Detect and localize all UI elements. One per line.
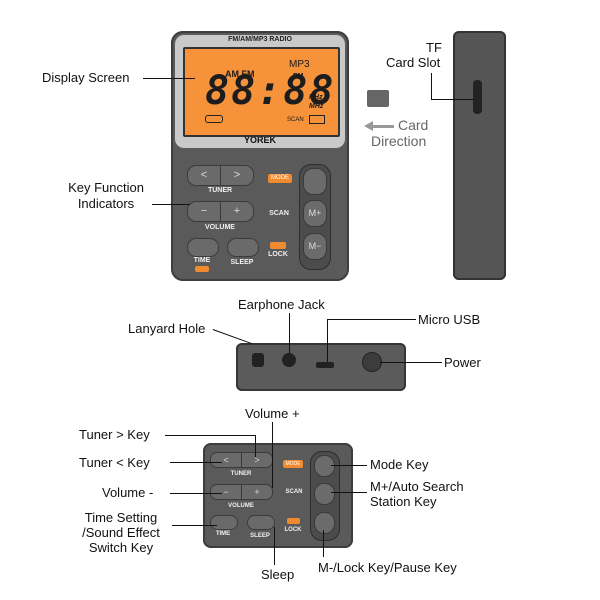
- tuner-lt-label: Tuner < Key: [79, 455, 150, 470]
- detail-lock-label: LOCK: [284, 527, 302, 533]
- volume-plus-key[interactable]: +: [220, 201, 254, 222]
- card-direction-arrowhead: [364, 121, 373, 131]
- power-pointer: [380, 362, 442, 363]
- lcd-pm: PM: [293, 73, 304, 80]
- time-sound-indicator: [195, 266, 209, 272]
- m-minus-pointer: [323, 530, 324, 557]
- m-plus-pointer: [331, 492, 367, 493]
- earphone-jack: [282, 353, 296, 367]
- key-function-label-1: Key Function: [68, 180, 144, 195]
- brand-header: FM/AM/MP3 RADIO: [228, 36, 292, 43]
- time-setting-label-2: /Sound Effect: [82, 525, 160, 540]
- m-plus-key[interactable]: M+: [303, 200, 327, 227]
- m-minus-label: M-/Lock Key/Pause Key: [318, 560, 457, 575]
- detail-m-plus-key[interactable]: [314, 483, 335, 505]
- power-button[interactable]: [362, 352, 382, 372]
- battery-icon: [309, 115, 325, 124]
- lanyard-pointer: [212, 329, 253, 345]
- card-direction-label-1: Card: [398, 117, 429, 133]
- earphone-pointer: [289, 313, 290, 354]
- lcd-digits: 88:88: [205, 68, 336, 114]
- key-lock-icon: [205, 115, 223, 123]
- tf-pointer-v: [431, 73, 432, 99]
- m-plus-label-2: Station Key: [370, 494, 437, 509]
- time-setting-label-1: Time Setting: [84, 510, 158, 525]
- detail-sleep-key[interactable]: [247, 515, 275, 530]
- display-screen-label: Display Screen: [42, 70, 130, 85]
- tuner-label: TUNER: [207, 187, 233, 194]
- volume-minus-pointer: [170, 493, 222, 494]
- detail-scan-label: SCAN: [285, 489, 303, 495]
- detail-m-minus-key[interactable]: [314, 512, 335, 534]
- tf-label-1: TF: [426, 40, 442, 55]
- tuner-gt-label: Tuner > Key: [79, 427, 150, 442]
- detail-time-label: TIME: [215, 531, 231, 537]
- detail-tuner-right-key[interactable]: >: [241, 452, 273, 468]
- lcd-mhz: MHz: [309, 103, 324, 110]
- tf-card-slot: [473, 80, 482, 114]
- sleep-key[interactable]: [227, 238, 259, 257]
- detail-mode-key[interactable]: [314, 455, 335, 477]
- mode-indicator: MODE: [268, 174, 292, 183]
- micro-usb-pointer-v: [327, 319, 328, 362]
- lcd-khz: KHz: [309, 94, 323, 101]
- power-label: Power: [444, 355, 481, 370]
- brand-logo: YOREK: [243, 135, 276, 145]
- micro-usb-pointer-h: [327, 319, 416, 320]
- card-direction-label-2: Direction: [371, 133, 427, 149]
- time-label: TIME: [193, 257, 211, 264]
- lcd-scan: SCAN: [287, 117, 304, 123]
- radio-side-view: [453, 31, 506, 280]
- lcd-band: AM FM: [225, 69, 255, 79]
- card-direction-arrow: [372, 125, 394, 128]
- lock-indicator: [270, 242, 286, 249]
- key-function-label-2: Indicators: [77, 196, 135, 211]
- earphone-label: Earphone Jack: [238, 297, 325, 312]
- sleep-callout-label: Sleep: [261, 567, 295, 582]
- time-setting-label-3: Switch Key: [88, 540, 154, 555]
- display-screen-pointer: [143, 78, 195, 79]
- micro-usb-label: Micro USB: [418, 312, 481, 327]
- sleep-label: SLEEP: [230, 259, 254, 266]
- time-setting-pointer: [172, 525, 217, 526]
- key-function-pointer: [152, 204, 190, 205]
- sd-card-icon: [367, 90, 389, 107]
- detail-volume-minus-key[interactable]: −: [210, 484, 242, 500]
- detail-lock-indicator: [287, 518, 300, 524]
- tf-label-2: Card Slot: [386, 55, 441, 70]
- detail-tuner-left-key[interactable]: <: [210, 452, 242, 468]
- m-minus-key[interactable]: M−: [303, 233, 327, 260]
- tuner-gt-pointer-v: [255, 435, 256, 457]
- detail-volume-label: VOLUME: [228, 503, 254, 509]
- sleep-pointer: [274, 527, 275, 565]
- lanyard-hole: [252, 353, 264, 367]
- volume-plus-label: Volume +: [245, 406, 300, 421]
- mode-key-pointer: [331, 465, 367, 466]
- lanyard-label: Lanyard Hole: [128, 321, 206, 336]
- detail-time-key[interactable]: [210, 515, 238, 530]
- tuner-left-key[interactable]: <: [187, 165, 221, 186]
- mode-key-label: Mode Key: [370, 457, 429, 472]
- lock-label: LOCK: [268, 251, 288, 258]
- detail-volume-plus-key[interactable]: +: [241, 484, 273, 500]
- mode-key[interactable]: [303, 168, 327, 195]
- display-screen: AM FM MP3 PM 88:88 KHz MHz SCAN: [183, 47, 340, 137]
- volume-minus-label: Volume -: [102, 485, 154, 500]
- detail-mode-indicator: MODE: [283, 460, 303, 468]
- volume-minus-key[interactable]: −: [187, 201, 221, 222]
- volume-label: VOLUME: [205, 224, 235, 231]
- time-key[interactable]: [187, 238, 219, 257]
- micro-usb-port: [316, 362, 334, 368]
- tuner-lt-pointer: [170, 462, 222, 463]
- tuner-gt-pointer-h: [165, 435, 255, 436]
- scan-label: SCAN: [269, 210, 289, 217]
- detail-sleep-label: SLEEP: [250, 533, 270, 539]
- volume-plus-pointer: [272, 422, 273, 488]
- tuner-right-key[interactable]: >: [220, 165, 254, 186]
- m-plus-label-1: M+/Auto Search: [370, 479, 464, 494]
- lcd-mode: MP3: [289, 59, 310, 70]
- tf-pointer-h: [431, 99, 474, 100]
- detail-tuner-label: TUNER: [230, 471, 252, 477]
